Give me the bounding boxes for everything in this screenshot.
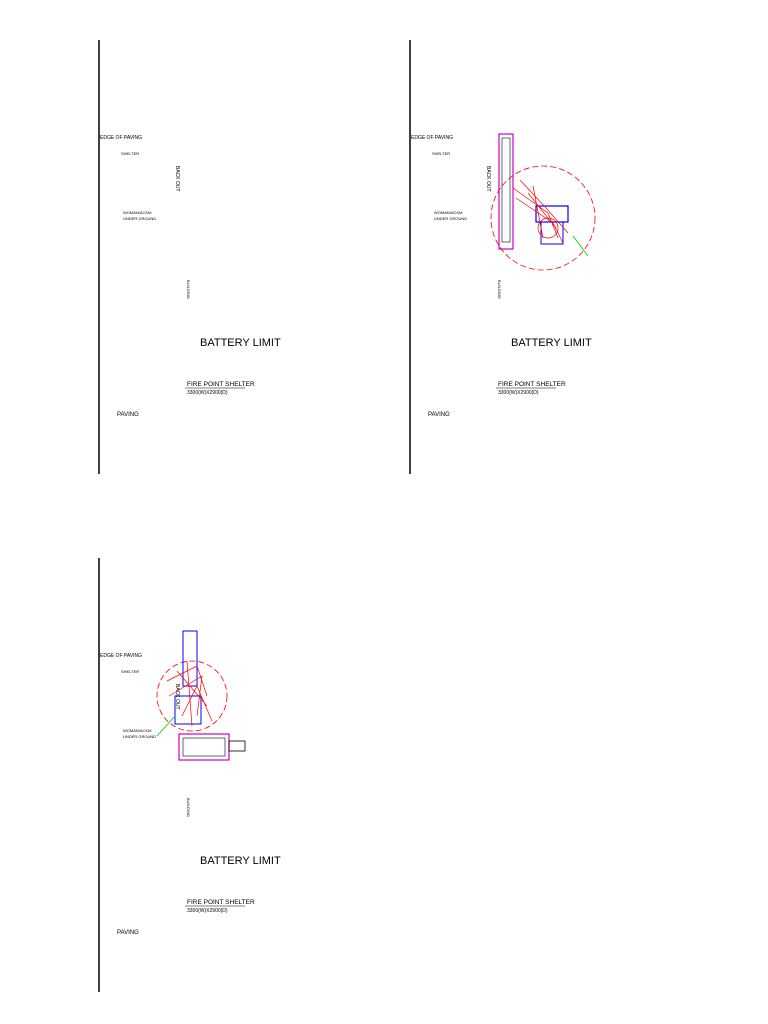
vertical-label-a: BACK OUT	[174, 166, 180, 192]
note-line-1: WOMAN/ACKM	[123, 728, 151, 733]
fire-point-shelter-label: FIRE POINT SHELTER	[187, 381, 255, 388]
shelter-box-label: SHELTER	[432, 151, 450, 156]
paving-label: PAVING	[117, 412, 139, 418]
edge-of-paving-label: EDGE OF PAVING	[100, 135, 142, 141]
fire-point-shelter-label: FIRE POINT SHELTER	[187, 899, 255, 906]
pointer-line	[156, 715, 176, 737]
edge-of-paving-label: EDGE OF PAVING	[411, 135, 453, 141]
crane-outrigger	[174, 695, 202, 725]
note-line-1: WOMAN/ACKM	[123, 210, 151, 215]
equipment-skid	[182, 737, 226, 757]
lift-path	[166, 660, 213, 727]
battery-limit-label: BATTERY LIMIT	[511, 337, 592, 349]
paving-label: PAVING	[428, 412, 450, 418]
lift-path	[512, 179, 569, 244]
shelter-size-label: 3300(W)X2900(D)	[498, 390, 539, 396]
crane-lift-overlay-right	[490, 133, 596, 271]
note-line-2: UNDER GROUND	[123, 216, 156, 221]
crane-lift-overlay-left	[156, 630, 246, 761]
crane-body	[182, 630, 198, 687]
shelter-box-label: SHELTER	[121, 669, 139, 674]
crane-outrigger	[540, 221, 564, 245]
pointer-line	[572, 235, 589, 257]
hook-circle	[537, 217, 559, 239]
crane-body	[535, 205, 569, 223]
equipment-skid-outline	[498, 133, 514, 250]
fire-point-shelter-label: FIRE POINT SHELTER	[498, 381, 566, 388]
shelter-size-label: 3300(W)X2900(D)	[187, 390, 228, 396]
skid-end	[228, 740, 246, 752]
battery-limit-label: BATTERY LIMIT	[200, 337, 281, 349]
vertical-label-b: BUILDING	[497, 280, 502, 299]
battery-limit-label: BATTERY LIMIT	[200, 855, 281, 867]
note-line-2: UNDER GROUND	[434, 216, 467, 221]
vertical-label-b: BUILDING	[186, 798, 191, 817]
crane-radius-circle	[156, 660, 228, 732]
equipment-skid	[501, 137, 511, 243]
vertical-label-a: BACK OUT	[485, 166, 491, 192]
paving-label: PAVING	[117, 930, 139, 936]
vertical-label-b: BUILDING	[186, 280, 191, 299]
vertical-label-a: BACK OUT	[174, 684, 180, 710]
shelter-size-label: 3300(W)X2900(D)	[187, 908, 228, 914]
edge-of-paving-label: EDGE OF PAVING	[100, 653, 142, 659]
note-line-2: UNDER GROUND	[123, 734, 156, 739]
shelter-box-label: SHELTER	[121, 151, 139, 156]
crane-radius-circle	[490, 165, 596, 271]
note-line-1: WOMAN/ACKM	[434, 210, 462, 215]
